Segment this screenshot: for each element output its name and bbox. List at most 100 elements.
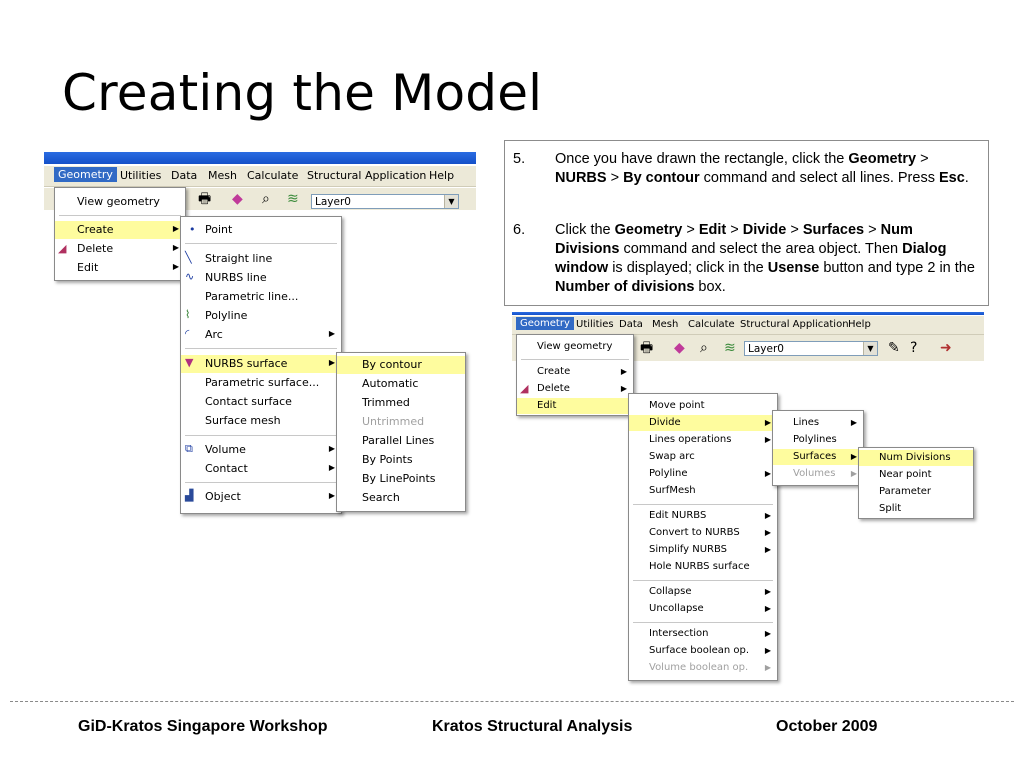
menu-item-convert-to-nurbs[interactable]: Convert to NURBS▶ xyxy=(649,527,771,538)
menu-help[interactable]: Help xyxy=(429,169,455,182)
volume-icon: ⧉ xyxy=(185,442,193,455)
menu-item-volumes: Volumes▶ xyxy=(793,468,857,479)
print-icon[interactable]: 🖶 xyxy=(640,340,654,356)
menu-item-divide[interactable]: Divide▶ xyxy=(629,415,777,431)
menu-separator xyxy=(633,504,773,505)
menu-item-surfaces[interactable]: Surfaces▶ xyxy=(773,449,863,465)
menu-item-num-divisions[interactable]: Num Divisions xyxy=(859,450,973,466)
menu-utilities[interactable]: Utilities xyxy=(576,319,614,330)
menu-item-straight-line[interactable]: ╲Straight line xyxy=(185,251,273,265)
render-icon[interactable]: ◆ xyxy=(674,340,685,356)
menu-item-view-geometry[interactable]: View geometry xyxy=(537,341,613,352)
zoom-icon[interactable]: ⌕ xyxy=(700,340,708,356)
menu-geometry[interactable]: Geometry xyxy=(516,317,574,330)
menu-item-edit[interactable]: Edit xyxy=(517,398,633,414)
text-run: command and select all lines. Press xyxy=(699,170,939,186)
submenu-arrow-icon: ▶ xyxy=(764,587,771,596)
menu-structural-application[interactable]: Structural Application xyxy=(740,319,849,330)
menu-help[interactable]: Help xyxy=(848,319,871,330)
menu-item-edit[interactable]: Edit▶ xyxy=(77,261,179,274)
menu-calculate[interactable]: Calculate xyxy=(688,319,735,330)
tools-icon[interactable]: ✎ xyxy=(888,340,900,356)
menu-item-trimmed[interactable]: Trimmed xyxy=(362,396,410,409)
menu-item-hole-nurbs-surface[interactable]: Hole NURBS surface xyxy=(649,561,750,572)
text-run-bold: Num Divisions xyxy=(555,222,913,257)
menu-item-create[interactable]: Create▶ xyxy=(55,221,185,239)
menu-item-edit-nurbs[interactable]: Edit NURBS▶ xyxy=(649,510,771,521)
menu-item-nurbs-line[interactable]: ∿NURBS line xyxy=(185,270,267,284)
menu-item-surfmesh[interactable]: SurfMesh xyxy=(649,485,696,496)
menu-item-nurbs-surface[interactable]: ▼NURBS surface▶ xyxy=(181,355,341,373)
menu-data[interactable]: Data xyxy=(619,319,643,330)
menu-separator xyxy=(185,482,337,483)
menu-data[interactable]: Data xyxy=(171,169,198,182)
menu-item-point[interactable]: •Point xyxy=(189,223,233,236)
layer-select[interactable]: Layer0 ▼ xyxy=(311,194,459,209)
divide-menu: Lines▶ Polylines Surfaces▶ Volumes▶ xyxy=(772,410,864,486)
menu-item-contact[interactable]: Contact▶ xyxy=(205,462,335,475)
menu-item-surface-boolean-op[interactable]: Surface boolean op.▶ xyxy=(649,645,771,656)
menu-item-contact-surface[interactable]: Contact surface xyxy=(205,395,292,408)
menu-item-lines[interactable]: Lines▶ xyxy=(793,417,857,428)
geometry-menu: View geometry Create▶ ◢Delete▶ Edit▶ xyxy=(54,187,186,281)
menu-item-create[interactable]: Create▶ xyxy=(537,366,627,377)
menu-item-split[interactable]: Split xyxy=(879,503,902,514)
menu-geometry[interactable]: Geometry xyxy=(54,167,117,182)
menu-item-polylines[interactable]: Polylines xyxy=(793,434,837,445)
render-icon[interactable]: ◆ xyxy=(232,191,243,207)
menu-item-uncollapse[interactable]: Uncollapse▶ xyxy=(649,603,771,614)
layer-select[interactable]: Layer0 ▼ xyxy=(744,341,878,356)
layers-icon[interactable]: ≋ xyxy=(287,191,299,207)
arc-icon: ◜ xyxy=(185,327,190,340)
print-icon[interactable]: 🖶 xyxy=(198,191,212,207)
menu-item-delete[interactable]: ◢Delete▶ xyxy=(58,242,179,255)
menu-item-automatic[interactable]: Automatic xyxy=(362,377,419,390)
menu-item-arc[interactable]: ◜Arc▶ xyxy=(185,327,335,341)
menu-item-view-geometry[interactable]: View geometry xyxy=(77,195,160,208)
help-icon[interactable]: ? xyxy=(910,340,918,356)
footer-center: Kratos Structural Analysis xyxy=(432,718,633,735)
edit-menu: Move point Divide▶ Lines operations▶ Swa… xyxy=(628,393,778,681)
menu-item-surface-mesh[interactable]: Surface mesh xyxy=(205,414,281,427)
chevron-down-icon[interactable]: ▼ xyxy=(863,342,877,355)
menu-item-by-linepoints[interactable]: By LinePoints xyxy=(362,472,436,485)
menu-utilities[interactable]: Utilities xyxy=(120,169,162,182)
layer-select-value: Layer0 xyxy=(748,343,784,355)
text-run-bold: Usense xyxy=(767,260,820,276)
menu-item-move-point[interactable]: Move point xyxy=(649,400,705,411)
menu-calculate[interactable]: Calculate xyxy=(247,169,299,182)
submenu-arrow-icon: ▶ xyxy=(764,469,771,478)
menu-item-object[interactable]: ▟Object▶ xyxy=(185,489,335,503)
menu-item-by-points[interactable]: By Points xyxy=(362,453,413,466)
menu-item-parallel-lines[interactable]: Parallel Lines xyxy=(362,434,435,447)
menu-item-near-point[interactable]: Near point xyxy=(879,469,932,480)
layers-icon[interactable]: ≋ xyxy=(724,340,736,356)
menu-item-parameter[interactable]: Parameter xyxy=(879,486,932,497)
text-run: command and select the area object. Then xyxy=(619,241,903,257)
menu-item-simplify-nurbs[interactable]: Simplify NURBS▶ xyxy=(649,544,771,555)
submenu-arrow-icon: ▶ xyxy=(764,545,771,554)
menu-item-parametric-surface[interactable]: Parametric surface... xyxy=(205,376,320,389)
menu-item-parametric-line[interactable]: Parametric line... xyxy=(205,290,299,303)
menu-item-lines-operations[interactable]: Lines operations▶ xyxy=(649,434,771,445)
menu-item-collapse[interactable]: Collapse▶ xyxy=(649,586,771,597)
submenu-arrow-icon: ▶ xyxy=(764,435,771,444)
menu-separator xyxy=(633,622,773,623)
text-run-bold: Esc xyxy=(938,170,965,186)
text-run: . xyxy=(964,170,969,186)
menu-structural-application[interactable]: Structural Application xyxy=(307,169,427,182)
menu-item-delete[interactable]: ◢Delete▶ xyxy=(520,382,627,395)
menu-item-search[interactable]: Search xyxy=(362,491,400,504)
menu-mesh[interactable]: Mesh xyxy=(208,169,237,182)
menu-item-polyline[interactable]: ⌇Polyline xyxy=(185,308,248,322)
menu-item-polyline[interactable]: Polyline▶ xyxy=(649,468,771,479)
menu-item-by-contour[interactable]: By contour xyxy=(337,356,465,374)
chevron-down-icon[interactable]: ▼ xyxy=(444,195,458,208)
menu-item-intersection[interactable]: Intersection▶ xyxy=(649,628,771,639)
menu-mesh[interactable]: Mesh xyxy=(652,319,679,330)
zoom-icon[interactable]: ⌕ xyxy=(262,191,270,207)
menu-item-volume[interactable]: ⧉Volume▶ xyxy=(185,442,335,456)
exit-icon[interactable]: ➜ xyxy=(940,340,952,356)
menu-item-swap-arc[interactable]: Swap arc xyxy=(649,451,695,462)
point-icon: • xyxy=(189,223,196,236)
